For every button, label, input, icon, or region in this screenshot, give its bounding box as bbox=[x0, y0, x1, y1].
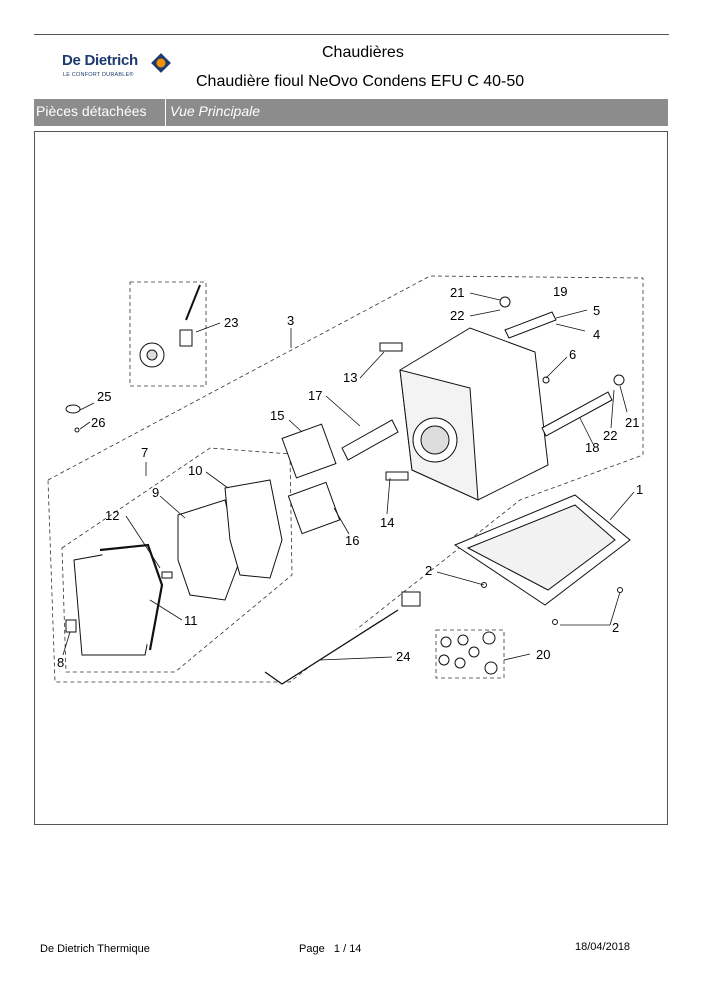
footer-company: De Dietrich Thermique bbox=[40, 943, 150, 955]
page-label: Page bbox=[299, 943, 325, 955]
footer-date: 18/04/2018 bbox=[575, 941, 631, 953]
callout-11: 11 bbox=[184, 613, 198, 628]
callout-4: 4 bbox=[593, 327, 600, 342]
brand-mark-icon bbox=[151, 53, 171, 73]
callout-26: 26 bbox=[91, 415, 105, 430]
top-rule bbox=[34, 34, 669, 35]
callout-7: 7 bbox=[141, 445, 148, 460]
callout-6: 6 bbox=[569, 347, 576, 362]
callout-19: 19 bbox=[553, 284, 567, 299]
callout-23: 23 bbox=[224, 315, 238, 330]
callout-14: 14 bbox=[380, 515, 394, 530]
section-bar: Pièces détachées Vue Principale bbox=[34, 99, 668, 126]
rod-24 bbox=[264, 609, 399, 685]
group-front-outline bbox=[61, 447, 293, 673]
footer-page: Page 1 / 14 bbox=[299, 943, 361, 955]
section-label: Pièces détachées bbox=[34, 99, 166, 126]
callout-22a: 22 bbox=[450, 308, 464, 323]
brand-tagline: LE CONFORT DURABLE® bbox=[63, 72, 134, 78]
baffle-17 bbox=[341, 419, 399, 461]
group-20-outline bbox=[435, 629, 505, 679]
group-body-outline bbox=[47, 275, 644, 683]
pipe-19 bbox=[504, 311, 557, 339]
dashed-groups bbox=[47, 275, 644, 683]
gasket bbox=[99, 543, 164, 651]
group-23-outline bbox=[129, 281, 207, 387]
callout-labels: 1 2 2 3 4 5 6 7 8 9 10 11 12 13 14 15 16… bbox=[57, 284, 643, 670]
leader-lines bbox=[62, 292, 635, 661]
callout-21a: 21 bbox=[450, 285, 464, 300]
callout-24: 24 bbox=[396, 649, 410, 664]
brand-name: De Dietrich bbox=[62, 52, 138, 69]
pipe-18 bbox=[541, 391, 613, 437]
callout-17: 17 bbox=[308, 388, 322, 403]
view-label: Vue Principale bbox=[170, 103, 261, 119]
callout-2b: 2 bbox=[612, 620, 619, 635]
callout-15: 15 bbox=[270, 408, 284, 423]
plate-10 bbox=[224, 479, 283, 579]
callout-3: 3 bbox=[287, 313, 294, 328]
callout-10: 10 bbox=[188, 463, 202, 478]
diagram-frame bbox=[34, 131, 668, 825]
callout-22b: 22 bbox=[603, 428, 617, 443]
category-title: Chaudières bbox=[322, 44, 404, 61]
plate-9 bbox=[177, 499, 241, 601]
callout-16: 16 bbox=[345, 533, 359, 548]
brand-logo: De Dietrich LE CONFORT DURABLE® bbox=[62, 52, 172, 84]
callout-12: 12 bbox=[105, 508, 119, 523]
page-separator: / bbox=[343, 943, 347, 955]
callout-9: 9 bbox=[152, 485, 159, 500]
callout-20: 20 bbox=[536, 647, 550, 662]
baffle-16 bbox=[287, 481, 341, 535]
product-title: Chaudière fioul NeOvo Condens EFU C 40-5… bbox=[196, 73, 525, 90]
page-total: 14 bbox=[349, 943, 362, 955]
callout-8: 8 bbox=[57, 655, 64, 670]
callout-2a: 2 bbox=[425, 563, 432, 578]
parts bbox=[65, 284, 631, 685]
callout-13: 13 bbox=[343, 370, 357, 385]
callout-25: 25 bbox=[97, 389, 111, 404]
callout-21b: 21 bbox=[625, 415, 639, 430]
callout-18: 18 bbox=[585, 440, 599, 455]
page-current: 1 bbox=[333, 943, 340, 955]
callout-5: 5 bbox=[593, 303, 600, 318]
baffle-15 bbox=[281, 423, 337, 479]
callout-1: 1 bbox=[636, 482, 643, 497]
